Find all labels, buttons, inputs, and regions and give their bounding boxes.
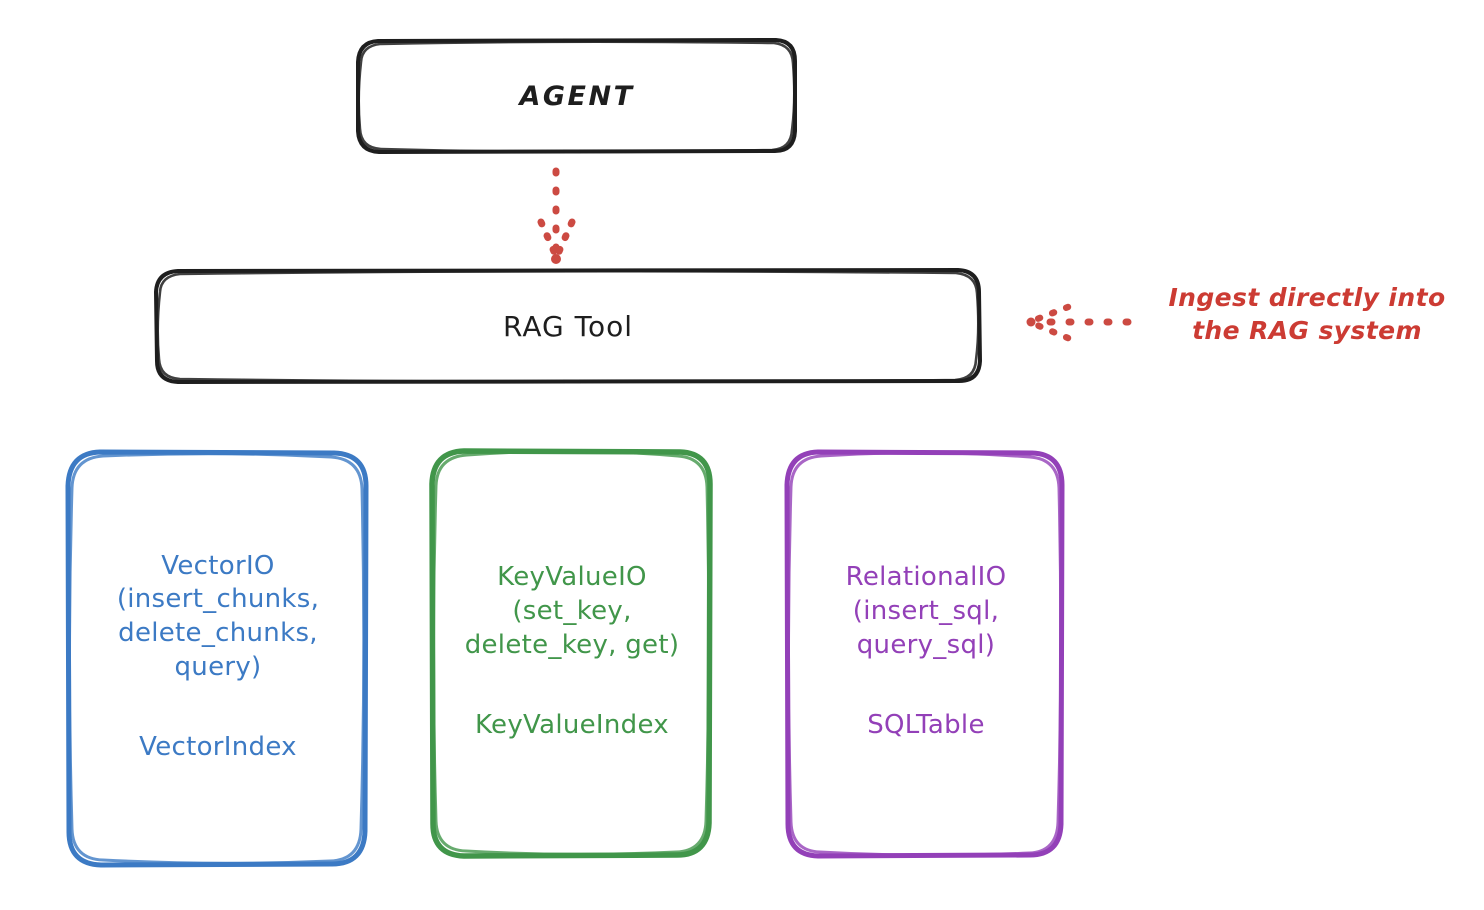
relational-io-node-shape[interactable] — [784, 449, 1065, 859]
key-value-io-index-text: KeyValueIndex — [474, 709, 669, 740]
vector-io-node-shape[interactable] — [65, 449, 369, 868]
rag-tool-node-label: RAG Tool — [503, 309, 633, 343]
vector-io-node-label: VectorIO (insert_chunks, delete_chunks, … — [72, 452, 364, 862]
agent-to-rag-tool-arrow — [537, 167, 576, 264]
ingest-annotation-text: Ingest directly into the RAG system — [1168, 283, 1446, 345]
vector-io-index-text: VectorIndex — [139, 731, 297, 762]
key-value-io-api-text: KeyValueIO (set_key, delete_key, get) — [464, 562, 680, 660]
relational-io-api-text: RelationalIO (insert_sql, query_sql) — [845, 562, 1007, 660]
agent-node-shape[interactable] — [356, 38, 797, 154]
rag-tool-node-shape[interactable] — [154, 268, 982, 384]
ingest-note-arrow — [1026, 303, 1132, 342]
relational-io-index-text: SQLTable — [867, 709, 985, 740]
relational-io-node-label: RelationalIO (insert_sql, query_sql) SQL… — [790, 452, 1062, 852]
key-value-io-node-shape[interactable] — [429, 448, 713, 859]
key-value-io-node-label: KeyValueIO (set_key, delete_key, get) Ke… — [434, 452, 710, 852]
vector-io-api-text: VectorIO (insert_chunks, delete_chunks, … — [116, 550, 320, 682]
agent-node-label: AGENT — [519, 80, 635, 112]
